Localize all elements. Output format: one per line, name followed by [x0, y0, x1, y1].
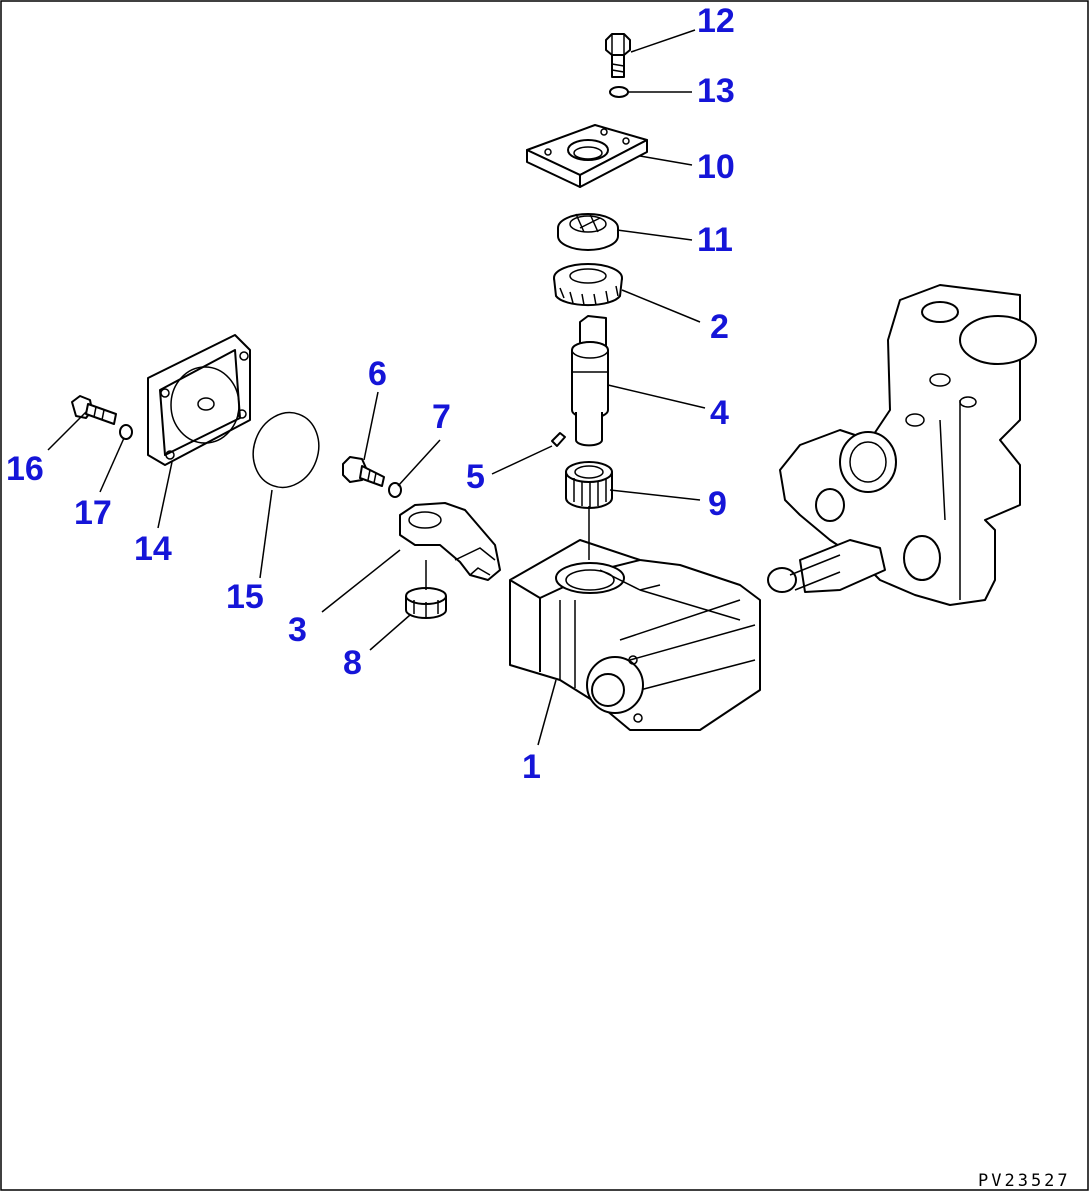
- callout-10: 10: [697, 148, 735, 186]
- callout-13: 13: [697, 72, 735, 110]
- leader-14: [157, 461, 173, 529]
- callout-15: 15: [226, 578, 264, 616]
- part-14-cover: [147, 334, 251, 466]
- leader-12: [630, 29, 696, 53]
- leader-8: [369, 614, 411, 651]
- callouts: 12 13 10 11 2 4 5 9 1 6 7 8 3 14 15 16 1…: [6, 2, 735, 786]
- leader-5: [491, 445, 553, 475]
- leader-6: [363, 391, 379, 461]
- leader-15: [259, 489, 273, 579]
- part-2-collar: [553, 263, 623, 307]
- leader-1: [537, 679, 557, 746]
- callout-2: 2: [710, 308, 729, 346]
- leader-2: [621, 289, 701, 323]
- callout-11: 11: [697, 221, 733, 259]
- part-10-plate: [526, 124, 648, 188]
- callout-9: 9: [708, 485, 727, 523]
- callout-3: 3: [288, 611, 307, 649]
- leader-3: [321, 549, 401, 613]
- part-13-washer: [609, 86, 629, 98]
- leader-10: [639, 155, 693, 166]
- callout-5: 5: [466, 458, 485, 496]
- part-12-bolt: [605, 33, 631, 78]
- leader-7: [397, 439, 441, 487]
- leader-17: [99, 437, 125, 493]
- leader-lines: [47, 29, 706, 746]
- leader-4: [607, 384, 706, 409]
- part-7-washer: [388, 482, 402, 498]
- part-6-bolt: [342, 456, 385, 487]
- callout-7: 7: [432, 398, 451, 436]
- leader-16: [47, 411, 87, 451]
- callout-17: 17: [74, 494, 112, 532]
- part-11-nut: [557, 213, 619, 251]
- part-5-pin: [551, 432, 566, 447]
- part-1-housing: [509, 539, 761, 731]
- part-4-shaft: [571, 315, 609, 447]
- leader-11: [616, 229, 693, 241]
- part-15-gasket: [252, 411, 320, 489]
- part-16-bolt: [71, 395, 117, 425]
- leader-9: [609, 489, 701, 501]
- callout-12: 12: [697, 2, 735, 40]
- part-17-washer: [119, 424, 133, 440]
- callout-14: 14: [134, 530, 172, 568]
- part-9-bearing: [565, 461, 613, 509]
- part-8-bushing: [405, 587, 447, 619]
- callout-4: 4: [710, 394, 729, 432]
- drawing-code: PV23527: [978, 1171, 1071, 1191]
- callout-6: 6: [368, 355, 387, 393]
- frame-casting: [767, 284, 1037, 606]
- callout-16: 16: [6, 450, 44, 488]
- part-3-arm: [399, 502, 501, 581]
- callout-1: 1: [522, 748, 541, 786]
- callout-8: 8: [343, 644, 362, 682]
